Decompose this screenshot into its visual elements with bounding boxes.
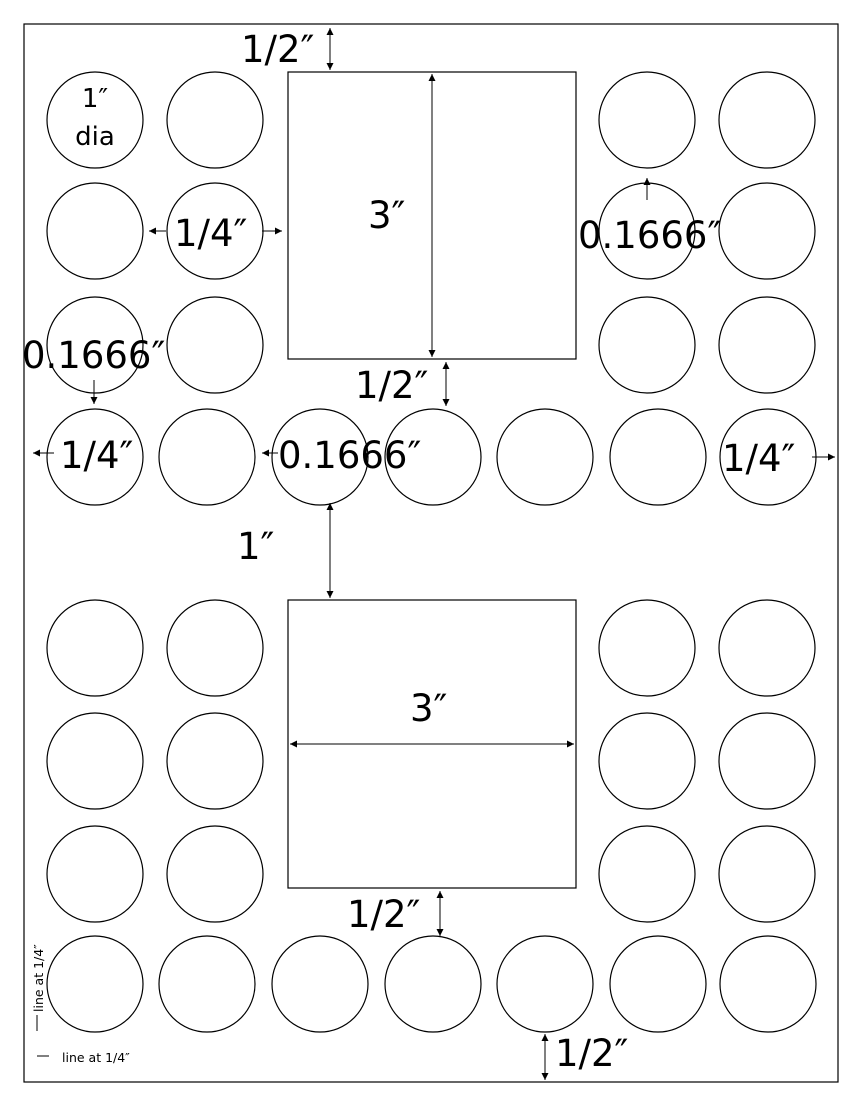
circle-label xyxy=(496,935,594,1033)
label-below-lower-rect: 1/2″ xyxy=(347,893,420,936)
circle-label xyxy=(166,296,264,394)
lower-rectangle-label xyxy=(287,599,577,889)
circle-label xyxy=(384,408,482,506)
label-vertical-gap-right: 0.1666″ xyxy=(578,214,721,257)
circle-label xyxy=(718,296,816,394)
circle-label xyxy=(166,71,264,169)
circle-label xyxy=(46,182,144,280)
label-row-gap: 0.1666″ xyxy=(278,434,421,477)
circle-label xyxy=(46,825,144,923)
circle-label xyxy=(46,599,144,697)
circle-label xyxy=(609,935,707,1033)
circle-label xyxy=(719,935,817,1033)
label-below-upper-rect: 1/2″ xyxy=(355,364,428,407)
circle-label xyxy=(718,71,816,169)
circle-labels xyxy=(46,71,817,1033)
circle-label xyxy=(46,935,144,1033)
label-vertical-gap-left: 0.1666″ xyxy=(22,334,165,377)
circle-label xyxy=(271,408,369,506)
circle-label xyxy=(718,825,816,923)
label-circle-diameter-unit: dia xyxy=(75,122,115,152)
circle-label xyxy=(598,825,696,923)
circle-label xyxy=(609,408,707,506)
circle-label xyxy=(384,935,482,1033)
label-circle-diameter-value: 1″ xyxy=(82,84,109,114)
label-top-margin: 1/2″ xyxy=(241,28,314,71)
dimension-arrows xyxy=(33,28,835,1080)
circle-label xyxy=(598,599,696,697)
label-middle-gap: 1″ xyxy=(237,525,274,568)
circle-label xyxy=(46,408,144,506)
circle-label xyxy=(166,825,264,923)
circle-label xyxy=(496,408,594,506)
circle-label xyxy=(46,712,144,810)
upper-rectangle-label xyxy=(287,71,577,360)
label-cut-line-vertical: line at 1/4″ xyxy=(31,944,46,1012)
circle-label xyxy=(158,935,256,1033)
circle-label xyxy=(718,712,816,810)
circle-label xyxy=(158,408,256,506)
label-cut-line-horizontal: line at 1/4″ xyxy=(62,1050,130,1065)
label-horizontal-gap: 1/4″ xyxy=(174,212,247,255)
circle-label xyxy=(598,296,696,394)
label-right-margin: 1/4″ xyxy=(722,437,795,480)
circle-label xyxy=(718,599,816,697)
circle-label xyxy=(718,182,816,280)
circle-label xyxy=(598,71,696,169)
circle-label xyxy=(166,712,264,810)
circle-label xyxy=(598,712,696,810)
label-bottom-margin: 1/2″ xyxy=(555,1032,628,1075)
sheet-border xyxy=(23,23,839,1083)
circle-label xyxy=(46,71,144,169)
circle-label xyxy=(166,599,264,697)
circle-label xyxy=(46,296,144,394)
label-upper-rect-height: 3″ xyxy=(368,194,405,237)
circle-label xyxy=(271,935,369,1033)
label-lower-rect-width: 3″ xyxy=(410,687,447,730)
label-left-margin: 1/4″ xyxy=(60,434,133,477)
